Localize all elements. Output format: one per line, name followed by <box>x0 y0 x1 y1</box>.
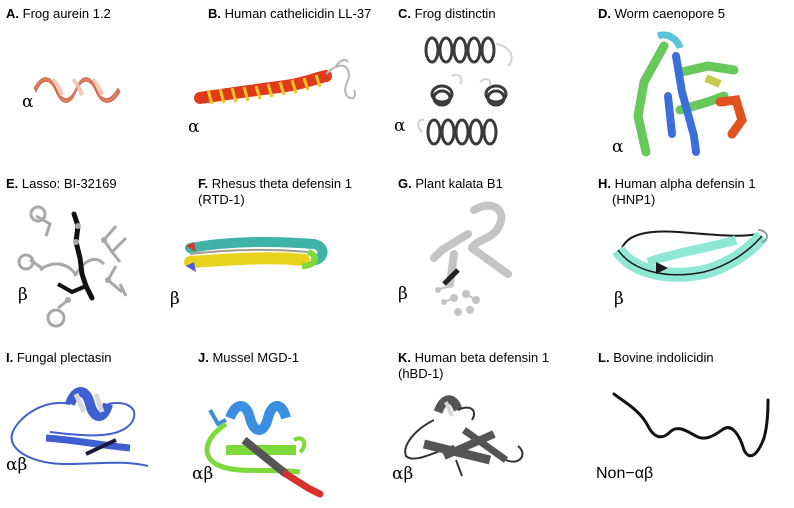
class-label: β <box>398 284 408 304</box>
helix-ribbon <box>33 77 121 103</box>
lasso-structure <box>17 205 128 328</box>
panel-c-title: C. Frog distinctin <box>398 6 496 21</box>
panel-j-title: J. Mussel MGD-1 <box>198 350 300 365</box>
panel-d-title: D. Worm caenopore 5 <box>598 6 725 21</box>
class-label: αβ <box>392 464 414 484</box>
class-label: α <box>394 116 406 136</box>
class-label: α <box>188 117 200 137</box>
panel-b-title: B. Human cathelicidin LL-37 <box>208 6 372 21</box>
panel-l-title: L. Bovine indolicidin <box>598 350 714 365</box>
class-label: αβ <box>192 464 214 484</box>
panel-e-title: E. Lasso: BI-32169 <box>6 176 117 191</box>
class-label: α <box>22 92 34 112</box>
class-label: β <box>170 289 180 309</box>
panel-i-title: I. Fungal plectasin <box>6 350 112 365</box>
kalata-structure <box>430 201 512 316</box>
panel-h-subtitle: (HNP1) <box>612 192 656 207</box>
class-label: β <box>18 285 28 305</box>
panel-f-subtitle: (RTD-1) <box>198 192 245 207</box>
panel-k-title: K. Human beta defensin 1 <box>398 350 550 365</box>
distinctin-structure <box>417 36 513 146</box>
rtd1-structure <box>184 236 328 272</box>
panel-k-subtitle: (hBD-1) <box>398 366 444 381</box>
panel-a-title: A. Frog aurein 1.2 <box>6 6 111 21</box>
hbd1-structure <box>404 395 524 477</box>
mgd1-structure <box>204 401 324 498</box>
hnp1-structure <box>612 229 768 282</box>
caenopore-structure <box>633 31 747 157</box>
class-label: β <box>614 289 624 309</box>
aurein-helix-structure <box>33 77 121 103</box>
class-label: Non−αβ <box>596 465 654 482</box>
panel-h-title: H. Human alpha defensin 1 <box>598 176 756 191</box>
plectasin-structure <box>10 387 149 467</box>
panel-f-title: F. Rhesus theta defensin 1 <box>198 176 352 191</box>
class-label: α <box>612 137 624 157</box>
panel-g-title: G. Plant kalata B1 <box>398 176 503 191</box>
indolicidin-structure <box>612 392 770 458</box>
class-label: αβ <box>6 455 28 475</box>
ll37-helix-structure <box>194 58 356 105</box>
